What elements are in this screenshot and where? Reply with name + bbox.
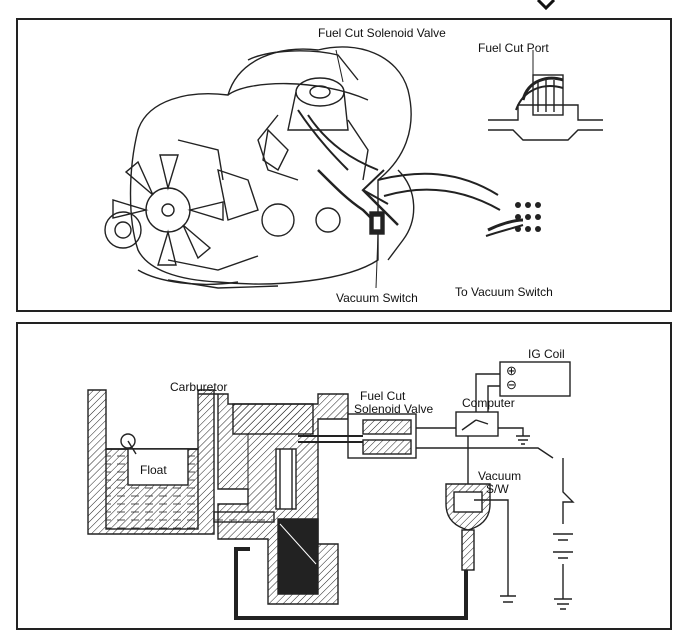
label-vacuum: Vacuum xyxy=(478,469,522,483)
engine-bay-drawing xyxy=(104,46,603,289)
engine-bay-illustration-panel: Fuel Cut Solenoid Valve Fuel Cut Port Va… xyxy=(16,18,672,312)
label-float: Float xyxy=(140,463,167,477)
label-carburetor: Carburetor xyxy=(170,380,228,394)
label-sw: S/W xyxy=(486,482,509,496)
cooling-fan xyxy=(112,154,224,266)
label-fuel-cut-solenoid-valve: Fuel Cut Solenoid Valve xyxy=(318,26,446,40)
label-to-vacuum-switch: To Vacuum Switch xyxy=(455,285,553,299)
fuel-cut-system-schematic-panel: Carburetor Float Fuel Cut Solenoid Valve… xyxy=(16,322,672,630)
plus-terminal-icon: ⊕ xyxy=(506,363,517,378)
label-fuel-cut: Fuel Cut xyxy=(360,389,406,403)
label-vacuum-switch: Vacuum Switch xyxy=(336,291,418,305)
label-solenoid-valve: Solenoid Valve xyxy=(354,402,434,416)
label-ig-coil: IG Coil xyxy=(528,347,565,361)
page-edge-mark xyxy=(536,0,560,10)
fuel-cut-schematic xyxy=(87,361,575,620)
label-computer: Computer xyxy=(462,396,515,410)
label-fuel-cut-port: Fuel Cut Port xyxy=(478,41,549,55)
minus-terminal-icon: ⊖ xyxy=(506,377,517,392)
